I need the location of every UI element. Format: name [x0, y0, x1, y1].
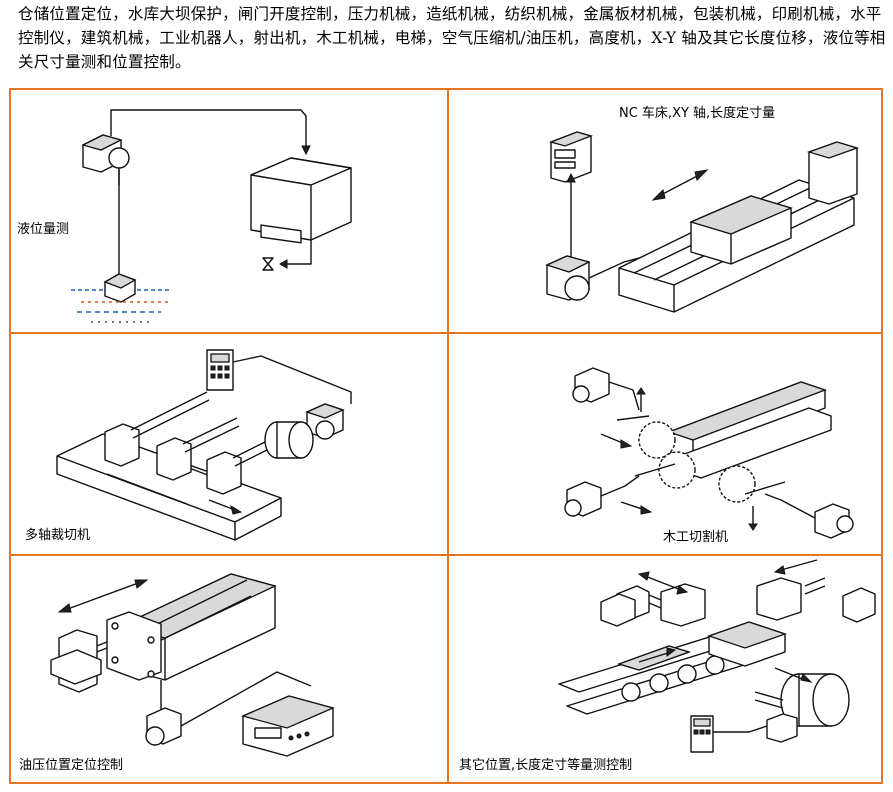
other-position-illustration [558, 559, 876, 753]
liquid-surface [71, 289, 171, 323]
multi-axis-cutter-illustration [56, 349, 352, 541]
caption-multi-axis-cutter: 多轴裁切机 [25, 528, 91, 543]
panel-liquid-level: 液位量测 [11, 90, 447, 332]
intro-paragraph: 仓储位置定位，水库大坝保护，闸门开度控制，压力机械，造纸机械，纺织机械，金属板材… [18, 5, 886, 71]
caption-liquid-level: 液位量测 [17, 222, 70, 237]
liquid-level-illustration [71, 109, 352, 323]
panel-other-position: 其它位置,长度定寸等量测控制 [449, 556, 881, 782]
grid-divider-row-2 [11, 554, 881, 556]
panel-nc-lathe: NC 车床,XY 轴,长度定寸量 [449, 90, 881, 332]
panel-woodworking-cutter: 木工切割机 [449, 334, 881, 554]
caption-other-position: 其它位置,长度定寸等量测控制 [459, 758, 633, 773]
caption-hydraulic-position: 油压位置定位控制 [19, 758, 124, 773]
hydraulic-position-illustration [50, 573, 335, 757]
panel-hydraulic-position: 油压位置定位控制 [11, 556, 447, 782]
woodworking-cutter-illustration [564, 367, 854, 539]
grid-divider-row-1 [11, 332, 881, 334]
nc-lathe-illustration [545, 131, 860, 313]
grid-divider-vertical [447, 90, 449, 782]
caption-nc-lathe: NC 车床,XY 轴,长度定寸量 [619, 106, 776, 121]
panel-multi-axis-cutter: 多轴裁切机 [11, 334, 447, 554]
caption-woodworking-cutter: 木工切割机 [663, 530, 729, 545]
application-grid: 液位量测 [9, 88, 883, 784]
